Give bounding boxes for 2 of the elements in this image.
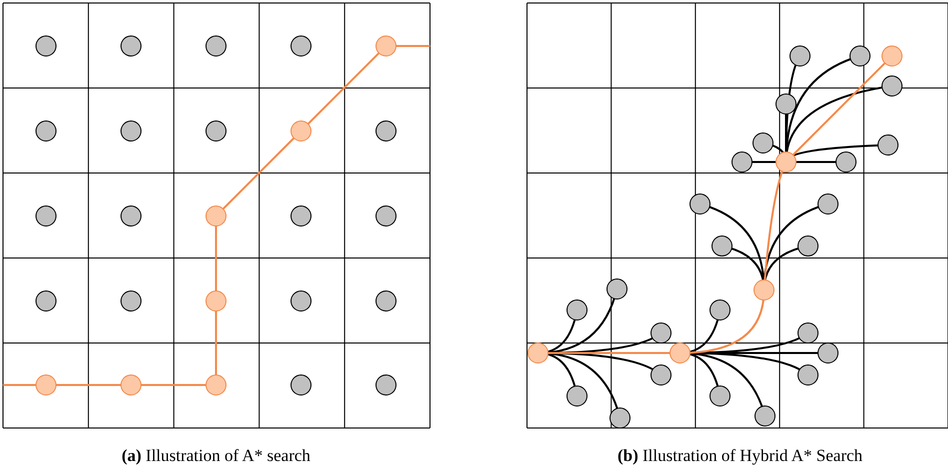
figure-caption: (b) Illustration of Hybrid A* Search [617, 446, 863, 466]
figure-caption: (a) Illustration of A* search [122, 446, 310, 466]
